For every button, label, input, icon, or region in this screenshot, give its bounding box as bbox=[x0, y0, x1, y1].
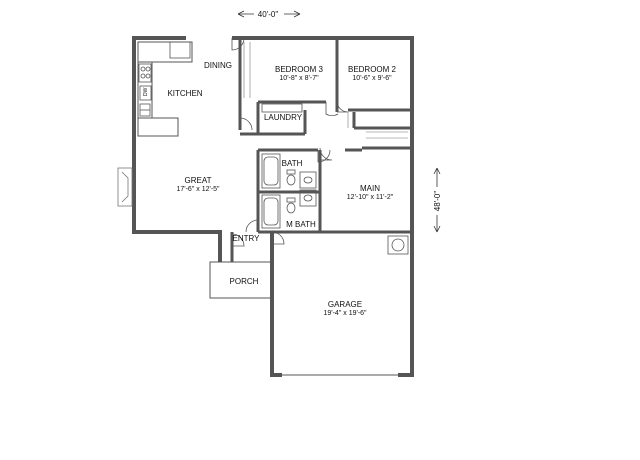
porch-outline bbox=[209, 261, 273, 299]
dishwasher-icon bbox=[139, 85, 152, 101]
overall-depth-label: 48'-0" bbox=[433, 191, 442, 212]
washer-dryer-icon bbox=[261, 103, 303, 113]
room-size-great: 17'-6" x 12'-5" bbox=[176, 186, 220, 193]
exterior-walls bbox=[132, 36, 414, 377]
water-heater-icon bbox=[387, 235, 409, 255]
room-label-entry: ENTRY bbox=[233, 234, 261, 243]
room-label-bedroom2: BEDROOM 2 bbox=[348, 65, 397, 74]
kitchen-counters bbox=[137, 41, 193, 137]
room-size-main: 12'-10" x 11'-2" bbox=[347, 194, 394, 201]
interior-walls bbox=[230, 38, 412, 262]
range-icon bbox=[138, 63, 152, 83]
toilet-icon bbox=[286, 169, 296, 186]
refrigerator-icon bbox=[169, 41, 191, 59]
dishwasher-label: DW bbox=[143, 87, 149, 96]
vanity-icon bbox=[299, 171, 317, 189]
room-size-bedroom2: 10'-6" x 9'-6" bbox=[352, 75, 392, 82]
room-label-porch: PORCH bbox=[230, 277, 259, 286]
room-label-mbath: M BATH bbox=[286, 220, 316, 229]
sink-icon bbox=[139, 103, 151, 117]
overall-depth-dimension: 48'-0" bbox=[431, 167, 443, 233]
room-label-dining: DINING bbox=[204, 61, 232, 70]
room-size-garage: 19'-4" x 19'-6" bbox=[323, 310, 367, 317]
room-label-main: MAIN bbox=[360, 184, 380, 193]
bathtub-icon bbox=[261, 153, 281, 189]
room-size-bedroom3: 10'-8" x 8'-7" bbox=[279, 75, 319, 82]
master-toilet-icon bbox=[286, 197, 296, 214]
room-label-bath: BATH bbox=[282, 159, 303, 168]
room-label-kitchen: KITCHEN bbox=[167, 89, 202, 98]
door-swings bbox=[231, 37, 349, 247]
closet-shelves bbox=[243, 42, 408, 139]
master-vanity-icon bbox=[299, 189, 317, 207]
room-label-garage: GARAGE bbox=[328, 300, 362, 309]
overall-width-label: 40'-0" bbox=[258, 10, 279, 19]
fireplace-icon bbox=[117, 167, 133, 207]
room-label-great: GREAT bbox=[185, 176, 212, 185]
master-bathtub-icon bbox=[261, 194, 281, 229]
overall-width-dimension: 40'-0" bbox=[237, 8, 301, 20]
room-label-bedroom3: BEDROOM 3 bbox=[275, 65, 324, 74]
room-label-laundry: LAUNDRY bbox=[264, 113, 303, 122]
